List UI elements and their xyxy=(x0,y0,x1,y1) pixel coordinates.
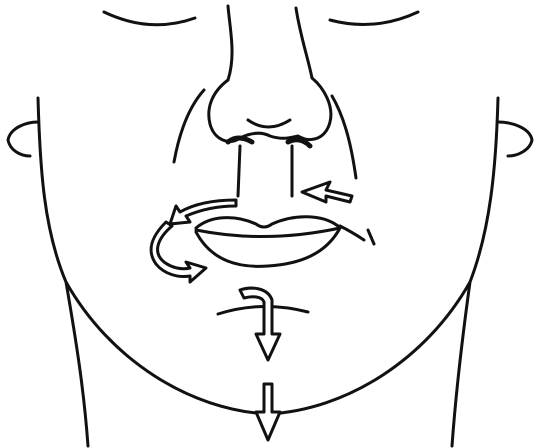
arrow-below-lip xyxy=(240,288,280,360)
philtrum-left xyxy=(238,146,240,196)
left-cheek-fold xyxy=(174,90,204,162)
face-outline xyxy=(38,98,498,414)
left-nostril xyxy=(228,138,252,142)
nose-body xyxy=(209,78,331,142)
nose-bridge-left xyxy=(228,6,232,80)
arrow-upper-lip-right xyxy=(302,182,352,202)
left-ear xyxy=(8,122,38,156)
lip-line xyxy=(196,228,340,237)
right-mouth-tick xyxy=(368,230,374,244)
neck-left xyxy=(66,282,88,446)
nose-bridge-right xyxy=(296,8,312,78)
right-ear xyxy=(498,122,532,156)
right-cheek-fold xyxy=(332,96,356,178)
upper-lip xyxy=(196,217,338,228)
left-eye-line xyxy=(104,12,195,25)
arrow-chin xyxy=(256,384,280,440)
arrow-upper-lip-left xyxy=(170,200,236,224)
nose-tip xyxy=(248,120,290,127)
right-mouth-corner xyxy=(340,226,364,240)
right-eye-line xyxy=(330,12,418,25)
